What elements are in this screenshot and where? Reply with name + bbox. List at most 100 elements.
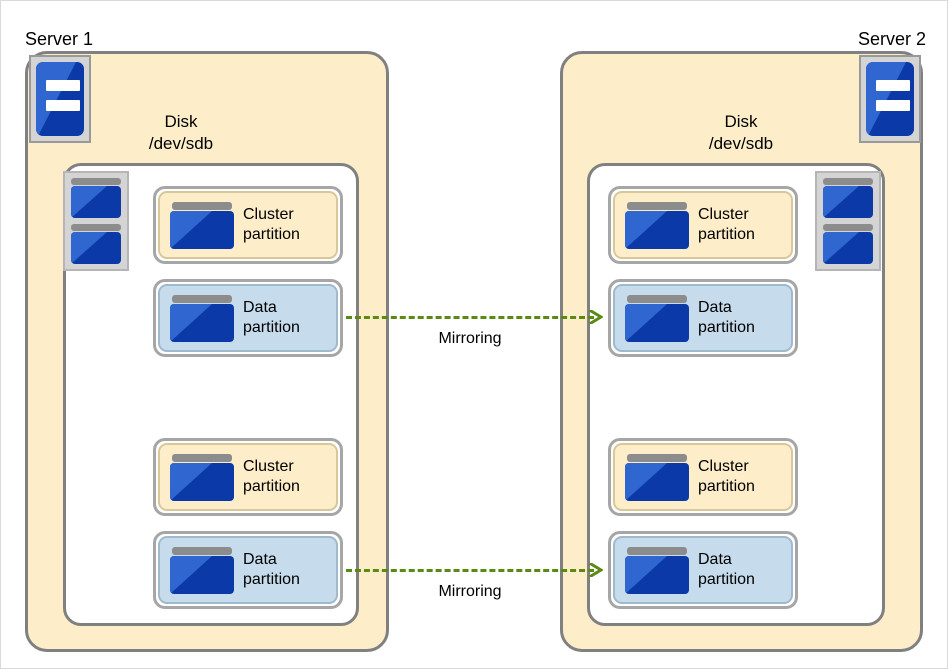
partition-text-line2: partition [698, 571, 755, 588]
server-icon-bar-1 [46, 80, 80, 91]
partition-inner: Cluster partition [158, 443, 338, 511]
partition-icon-cap [627, 201, 687, 210]
partition-text-line2: partition [698, 319, 755, 336]
partition-text-line1: Cluster [243, 206, 294, 223]
platter-cap [71, 224, 121, 231]
platter-cap [71, 178, 121, 185]
partition-text-line1: Cluster [243, 458, 294, 475]
hard-disk-icon-platter-2 [823, 224, 873, 264]
disk-label-line2: /dev/sdb [148, 134, 214, 153]
server-icon-bar-2 [46, 100, 80, 111]
partition-text-line1: Data [243, 299, 277, 316]
server-2-label: Server 2 [858, 29, 927, 49]
server-icon-bar-1 [876, 80, 910, 91]
server-icon-body [866, 62, 914, 136]
arrow-head-icon [589, 563, 603, 577]
disk-label-line1: Disk [164, 112, 198, 131]
partition-icon-cap [627, 453, 687, 462]
server-icon [29, 55, 91, 143]
partition-icon [170, 294, 234, 342]
server-1-disk-label: Disk /dev/sdb [131, 111, 231, 155]
partition-text-line1: Cluster [698, 458, 749, 475]
partition-text-line1: Data [698, 551, 732, 568]
disk-label-line2: /dev/sdb [708, 134, 774, 153]
server-icon [859, 55, 921, 143]
platter-body [823, 232, 873, 264]
partition-text: Data partition [698, 550, 755, 590]
arrow-head-icon [589, 310, 603, 324]
partition-icon-cap [627, 546, 687, 555]
server-2-disk-label: Disk /dev/sdb [691, 111, 791, 155]
partition-inner: Data partition [158, 284, 338, 352]
partition-icon-body [170, 555, 234, 594]
partition-text-line2: partition [243, 478, 300, 495]
partition-icon [170, 453, 234, 501]
partition-icon-cap [172, 546, 232, 555]
partition-inner: Data partition [613, 284, 793, 352]
partition-text: Cluster partition [243, 457, 300, 497]
server-2-data-partition-1[interactable]: Data partition [608, 279, 798, 357]
server-2-cluster-partition-2[interactable]: Cluster partition [608, 438, 798, 516]
partition-text: Cluster partition [243, 205, 300, 245]
partition-inner: Data partition [613, 536, 793, 604]
partition-icon-cap [627, 294, 687, 303]
partition-icon [170, 546, 234, 594]
platter-cap [823, 178, 873, 185]
partition-text-line1: Data [698, 299, 732, 316]
partition-icon-body [625, 555, 689, 594]
platter-body [823, 186, 873, 218]
partition-icon-body [170, 210, 234, 249]
partition-text: Data partition [243, 298, 300, 338]
hard-disk-icon [815, 171, 881, 271]
server-icon-body [36, 62, 84, 136]
partition-text-line2: partition [243, 319, 300, 336]
partition-text: Data partition [698, 298, 755, 338]
hard-disk-icon-platter-1 [71, 178, 121, 218]
server-1-data-partition-1[interactable]: Data partition [153, 279, 343, 357]
partition-text: Cluster partition [698, 205, 755, 245]
mirroring-arrow-2-line [346, 569, 594, 572]
partition-text-line1: Cluster [698, 206, 749, 223]
hard-disk-icon-platter-2 [71, 224, 121, 264]
partition-icon-cap [172, 294, 232, 303]
partition-text-line1: Data [243, 551, 277, 568]
server-2-cluster-partition-1[interactable]: Cluster partition [608, 186, 798, 264]
partition-icon-body [170, 462, 234, 501]
partition-text-line2: partition [243, 226, 300, 243]
platter-body [71, 186, 121, 218]
server-1-label: Server 1 [25, 29, 94, 49]
server-1-data-partition-2[interactable]: Data partition [153, 531, 343, 609]
partition-icon [625, 294, 689, 342]
partition-inner: Cluster partition [613, 443, 793, 511]
server-icon-bar-2 [876, 100, 910, 111]
partition-icon-body [170, 303, 234, 342]
partition-text-line2: partition [698, 226, 755, 243]
partition-text: Data partition [243, 550, 300, 590]
partition-icon-body [625, 462, 689, 501]
partition-icon-body [625, 210, 689, 249]
partition-icon [625, 453, 689, 501]
hard-disk-icon [63, 171, 129, 271]
partition-text-line2: partition [243, 571, 300, 588]
partition-icon [625, 201, 689, 249]
partition-text-line2: partition [698, 478, 755, 495]
partition-icon-body [625, 303, 689, 342]
partition-inner: Cluster partition [613, 191, 793, 259]
partition-icon [170, 201, 234, 249]
partition-icon-cap [172, 453, 232, 462]
disk-label-line1: Disk [724, 112, 758, 131]
partition-inner: Cluster partition [158, 191, 338, 259]
platter-cap [823, 224, 873, 231]
partition-icon-cap [172, 201, 232, 210]
server-1-cluster-partition-2[interactable]: Cluster partition [153, 438, 343, 516]
mirroring-arrow-1-label: Mirroring [438, 330, 502, 347]
mirroring-arrow-1-line [346, 316, 594, 319]
server-2-data-partition-2[interactable]: Data partition [608, 531, 798, 609]
server-1-cluster-partition-1[interactable]: Cluster partition [153, 186, 343, 264]
partition-text: Cluster partition [698, 457, 755, 497]
mirroring-arrow-2-label: Mirroring [438, 583, 502, 600]
partition-icon [625, 546, 689, 594]
partition-inner: Data partition [158, 536, 338, 604]
platter-body [71, 232, 121, 264]
